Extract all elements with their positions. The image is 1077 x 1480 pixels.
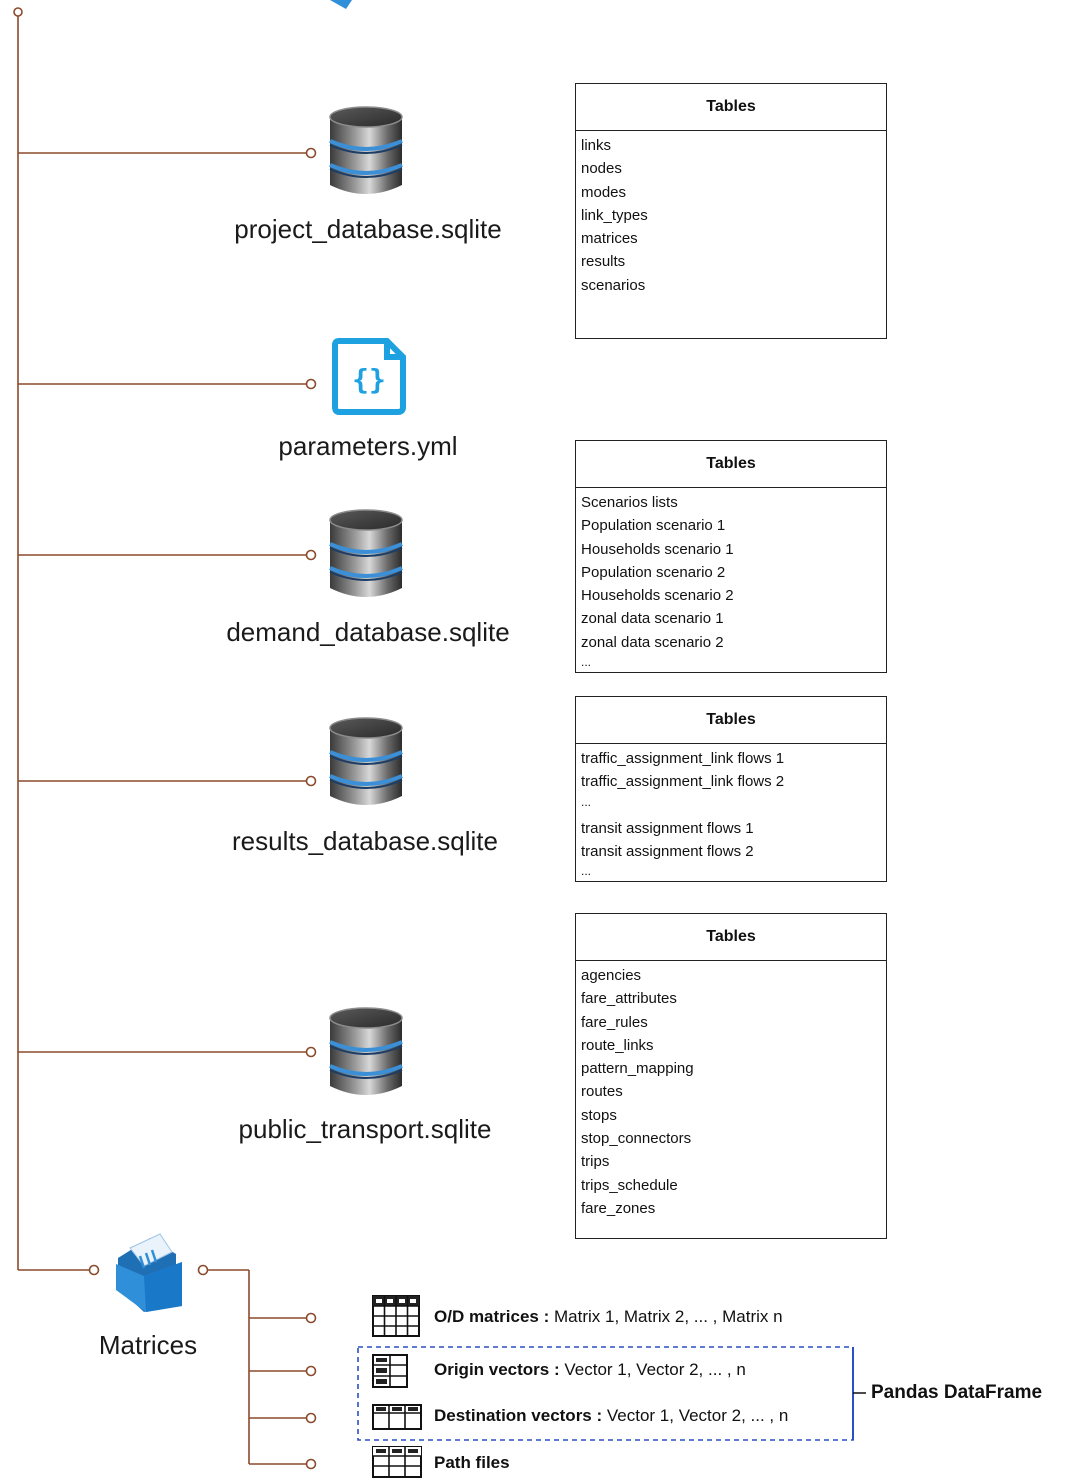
public-transport-tables-list: agencies fare_attributes fare_rules rout… xyxy=(576,961,886,1220)
item-detail: Vector 1, Vector 2, ... , n xyxy=(602,1406,789,1425)
list-item: scenarios xyxy=(581,276,646,294)
list-item: trips_schedule xyxy=(581,1176,678,1194)
parameters-label: parameters.yml xyxy=(278,431,458,461)
list-item: zonal data scenario 2 xyxy=(581,633,724,651)
item-name: Destination vectors : xyxy=(434,1406,603,1425)
database-icon xyxy=(326,105,406,199)
list-item: fare_zones xyxy=(581,1199,656,1217)
tables-header: Tables xyxy=(576,84,886,131)
list-item: link_types xyxy=(581,206,648,224)
list-item: ... xyxy=(581,655,592,670)
tables-header: Tables xyxy=(576,441,886,488)
top-folder-icon-fragment xyxy=(330,0,352,9)
list-item: trips xyxy=(581,1153,610,1171)
list-item: agencies xyxy=(581,967,642,984)
list-item: modes xyxy=(581,183,627,201)
list-item: fare_rules xyxy=(581,1013,648,1031)
od-matrices-item: O/D matrices : Matrix 1, Matrix 2, ... ,… xyxy=(434,1307,783,1327)
item-name: O/D matrices : xyxy=(434,1307,550,1326)
list-item: stop_connectors xyxy=(581,1130,692,1148)
list-item: matrices xyxy=(581,230,638,248)
results-tables-list: traffic_assignment_link flows 1 traffic_… xyxy=(576,744,886,887)
item-name: Path files xyxy=(434,1453,510,1472)
list-item: pattern_mapping xyxy=(581,1060,694,1078)
table-icon xyxy=(372,1446,422,1478)
project-tables-box: Tables links nodes modes link_types matr… xyxy=(575,83,887,339)
database-icon xyxy=(326,1006,406,1100)
list-item: traffic_assignment_link flows 2 xyxy=(581,773,785,791)
results-tables-box: Tables traffic_assignment_link flows 1 t… xyxy=(575,696,887,882)
demand-tables-box: Tables Scenarios lists Population scenar… xyxy=(575,440,887,673)
item-detail: Vector 1, Vector 2, ... , n xyxy=(559,1360,746,1379)
tables-header: Tables xyxy=(576,914,886,961)
list-item: fare_attributes xyxy=(581,990,677,1008)
tables-header: Tables xyxy=(576,697,886,744)
grid-matrix-icon xyxy=(372,1295,420,1337)
list-item: Households scenario 2 xyxy=(581,587,734,605)
demand-tables-list: Scenarios lists Population scenario 1 Ho… xyxy=(576,488,886,677)
item-detail: Matrix 1, Matrix 2, ... , Matrix n xyxy=(549,1307,783,1326)
list-item: transit assignment flows 1 xyxy=(581,819,754,837)
project-database-label: project_database.sqlite xyxy=(234,214,502,244)
list-item: nodes xyxy=(581,160,622,178)
database-icon xyxy=(326,508,406,602)
json-file-icon: {} xyxy=(332,338,406,415)
list-item: ... xyxy=(581,794,592,809)
list-item: results xyxy=(581,253,626,271)
list-item: routes xyxy=(581,1083,623,1101)
results-database-label: results_database.sqlite xyxy=(232,826,498,856)
database-icon xyxy=(326,716,406,810)
list-item: traffic_assignment_link flows 1 xyxy=(581,750,785,767)
list-item: transit assignment flows 2 xyxy=(581,843,754,861)
path-files-item: Path files xyxy=(434,1453,510,1473)
row-vector-icon xyxy=(372,1404,422,1430)
public-transport-tables-box: Tables agencies fare_attributes fare_rul… xyxy=(575,913,887,1239)
list-item: stops xyxy=(581,1106,617,1124)
destination-vectors-item: Destination vectors : Vector 1, Vector 2… xyxy=(434,1406,788,1426)
public-transport-label: public_transport.sqlite xyxy=(238,1114,492,1144)
demand-database-label: demand_database.sqlite xyxy=(226,617,510,647)
column-vector-icon xyxy=(372,1354,408,1388)
origin-vectors-item: Origin vectors : Vector 1, Vector 2, ...… xyxy=(434,1360,746,1380)
pandas-dataframe-label: Pandas DataFrame xyxy=(871,1382,1043,1403)
folder-icon xyxy=(116,1233,182,1312)
list-item: links xyxy=(581,137,612,154)
matrices-label: Matrices xyxy=(98,1330,198,1360)
svg-text:{}: {} xyxy=(352,363,386,396)
list-item: route_links xyxy=(581,1036,654,1054)
item-name: Origin vectors : xyxy=(434,1360,560,1379)
list-item: Population scenario 1 xyxy=(581,517,726,535)
list-item: ... xyxy=(581,864,592,879)
list-item: Households scenario 1 xyxy=(581,540,734,558)
list-item: zonal data scenario 1 xyxy=(581,610,724,628)
list-item: Population scenario 2 xyxy=(581,563,726,581)
list-item: Scenarios lists xyxy=(581,494,678,511)
project-tables-list: links nodes modes link_types matrices re… xyxy=(576,131,886,297)
